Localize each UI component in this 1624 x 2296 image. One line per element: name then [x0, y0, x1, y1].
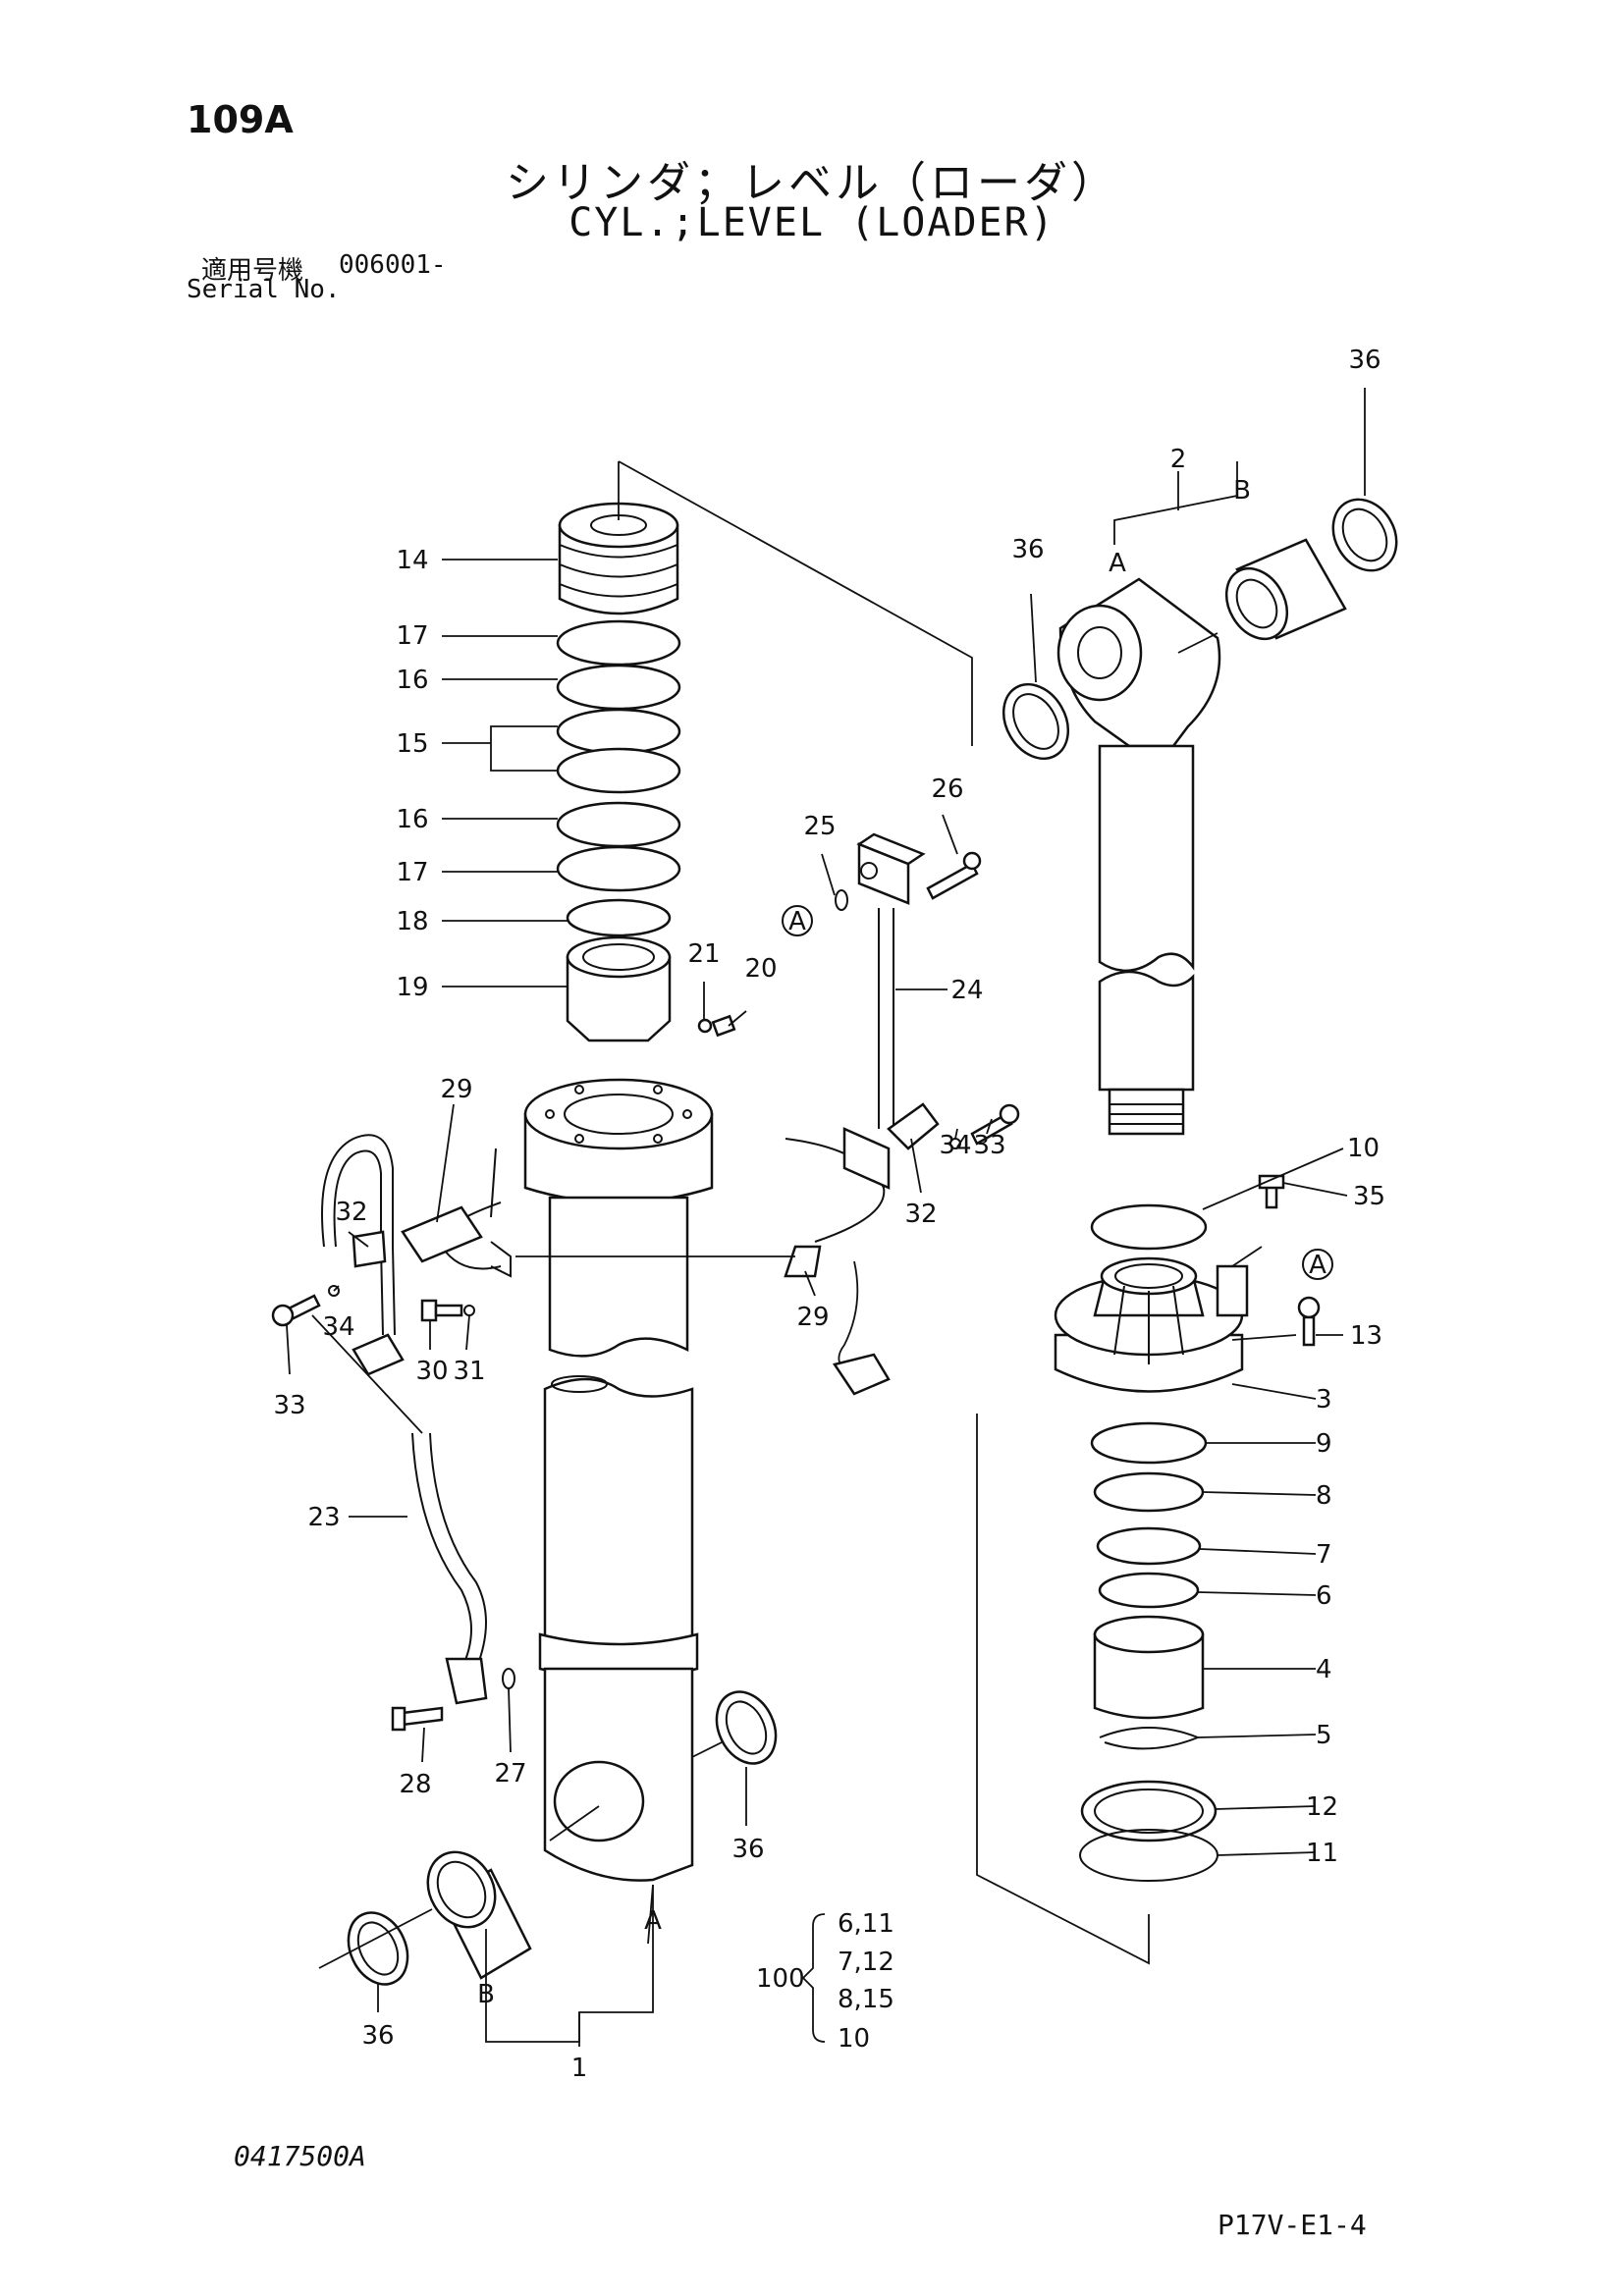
callout-30: 30	[415, 1357, 448, 1386]
callout-24: 24	[950, 976, 983, 1005]
callout-34: 34	[322, 1312, 354, 1342]
kit-item: 6,11	[838, 1909, 894, 1939]
callout-19: 19	[396, 973, 428, 1002]
bolts-right	[949, 1103, 1020, 1149]
screw-20	[711, 1014, 736, 1038]
callout-16: 16	[396, 666, 428, 695]
serial-number-value: 006001-	[339, 250, 447, 280]
callout-13: 13	[1350, 1321, 1382, 1351]
callout-1: 1	[571, 2054, 588, 2083]
callout-31: 31	[453, 1357, 485, 1386]
callout-12: 12	[1306, 1792, 1338, 1822]
piston-assembly	[556, 502, 736, 1042]
drawing-number: 0417500A	[234, 2140, 366, 2172]
kit-item: 8,15	[838, 1985, 894, 2014]
callout-2: 2	[1170, 445, 1187, 474]
ring-16-top	[556, 664, 681, 711]
callout-32: 32	[904, 1200, 937, 1229]
callout-leaders	[286, 388, 1366, 2047]
ring-17-bottom	[556, 845, 681, 892]
callout-36: 36	[1348, 346, 1380, 375]
kit-number: 100	[756, 1964, 805, 1994]
title-english: CYL.;LEVEL (LOADER)	[568, 200, 1056, 245]
ball-21	[697, 1018, 713, 1034]
cylinder-tube	[523, 1078, 714, 1882]
callout-36: 36	[731, 1835, 764, 1864]
callout-5: 5	[1316, 1721, 1332, 1750]
callout-8: 8	[1316, 1481, 1332, 1511]
callout-20: 20	[744, 954, 777, 984]
reference-a-right-letter: A	[1309, 1251, 1326, 1280]
callout-b-left: B	[477, 1980, 495, 2009]
seal-kit-legend: 100 6,11 7,12 8,15 10	[756, 1909, 894, 2054]
callout-14: 14	[396, 546, 428, 575]
callout-27: 27	[494, 1759, 526, 1789]
callout-b-right: B	[1233, 476, 1251, 506]
callout-36: 36	[361, 2021, 394, 2051]
callout-17: 17	[396, 858, 428, 887]
ring-16-bottom	[556, 801, 681, 848]
callout-21: 21	[687, 939, 720, 969]
callout-34: 34	[939, 1131, 971, 1160]
kit-brace	[801, 1913, 826, 2043]
bushing-left	[318, 1690, 778, 1986]
reference-a-left-letter: A	[788, 907, 806, 936]
callout-4: 4	[1316, 1655, 1332, 1684]
callout-28: 28	[399, 1770, 431, 1799]
kit-item: 10	[838, 2024, 870, 2054]
ring-15b	[556, 747, 681, 794]
page-number: 109A	[187, 98, 294, 141]
sheet-number: P17V-E1-4	[1218, 2209, 1367, 2241]
kit-item: 7,12	[838, 1948, 894, 1977]
pipe-23	[311, 1134, 515, 1732]
reference-mark-a-left	[782, 905, 813, 936]
clamp-band-left	[401, 1148, 512, 1278]
reference-mark-a-right	[1302, 1249, 1333, 1280]
callout-6: 6	[1316, 1581, 1332, 1611]
callout-33: 33	[273, 1391, 305, 1420]
callout-33: 33	[973, 1131, 1005, 1160]
callout-29: 29	[440, 1075, 472, 1104]
callout-26: 26	[931, 774, 963, 804]
callout-36: 36	[1011, 535, 1044, 564]
callout-25: 25	[803, 812, 836, 841]
callout-18: 18	[396, 907, 428, 936]
ring-15a	[556, 708, 681, 755]
callout-35: 35	[1353, 1182, 1385, 1211]
callout-11: 11	[1306, 1839, 1338, 1868]
callout-7: 7	[1316, 1540, 1332, 1570]
serial-label-japanese: 適用号機	[201, 256, 304, 286]
callout-10: 10	[1347, 1134, 1380, 1163]
callout-16: 16	[396, 805, 428, 834]
clamp-band-right	[784, 1127, 891, 1278]
callout-9: 9	[1316, 1429, 1332, 1459]
callout-29: 29	[796, 1303, 829, 1332]
pipe-24	[835, 832, 982, 1150]
ring-17-top	[556, 619, 681, 667]
rod-assembly	[1001, 498, 1398, 1882]
callout-3: 3	[1316, 1385, 1332, 1415]
title-japanese: シリンダ；レベル（ローダ）	[506, 158, 1118, 208]
callout-23: 23	[307, 1503, 340, 1532]
callout-15: 15	[396, 729, 428, 759]
callout-32: 32	[335, 1198, 367, 1227]
callout-a-right: A	[1109, 549, 1126, 578]
serial-label-english: Serial No.	[187, 275, 341, 304]
callout-17: 17	[396, 621, 428, 651]
callout-labels: 14 17 16 15 16 17 18 19 21 20 25 26 24 2…	[273, 346, 1385, 2083]
ring-18	[566, 898, 672, 937]
callout-a-left: A	[644, 1906, 662, 1936]
